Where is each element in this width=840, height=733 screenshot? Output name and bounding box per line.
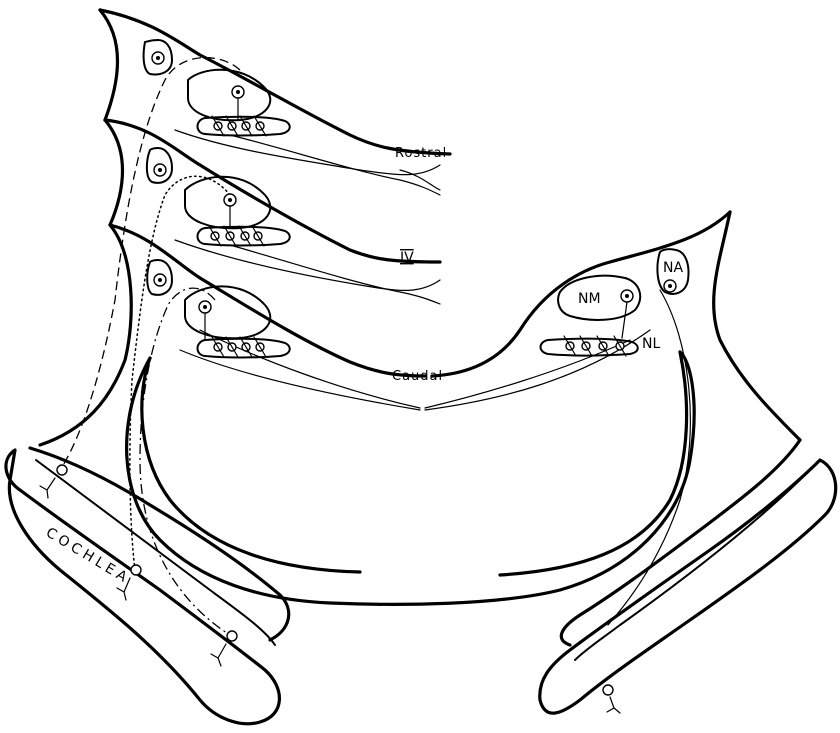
cochlea-label: COCHLEA [43,525,133,588]
ganglion-cells [40,465,620,713]
cochlea-right [540,440,836,713]
nm-label: NM [578,291,601,307]
caudal-label: Caudal [392,369,443,384]
section-rostral [100,10,450,195]
na-label: NA [663,260,683,276]
cochlea-left [6,448,289,724]
nl-label: NL [642,336,660,352]
nm-outline-rostral [188,70,270,121]
section-iv-label: IV [400,250,414,266]
rostral-label: Rostral [395,146,447,161]
fourth-ventricle [127,352,695,604]
neurons [152,52,676,357]
section-right [425,212,800,440]
